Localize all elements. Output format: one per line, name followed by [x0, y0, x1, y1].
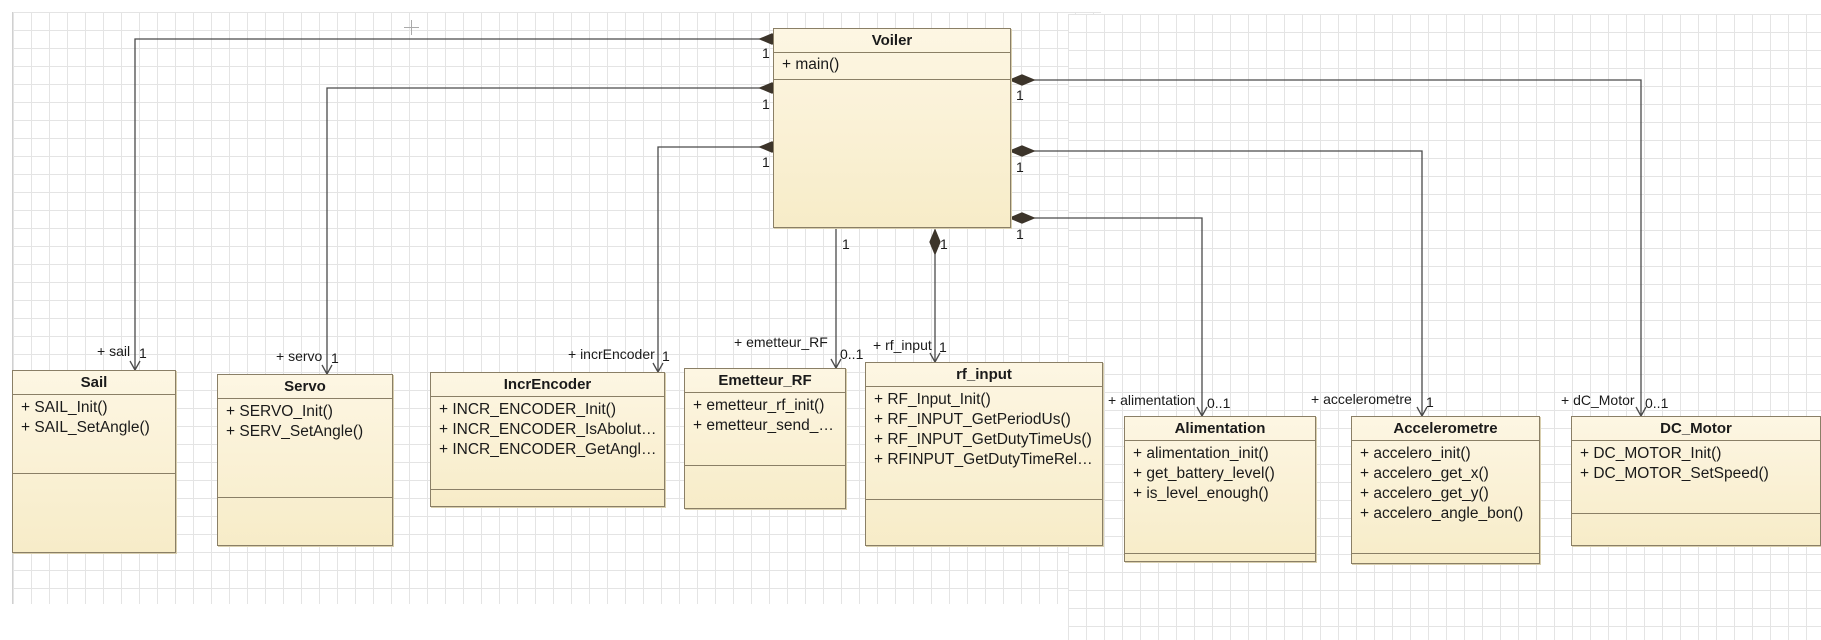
target-multiplicity-sail: 1 — [139, 345, 147, 361]
class-name: Sail — [13, 371, 175, 395]
source-multiplicity-servo: 1 — [762, 96, 770, 112]
role-alimentation: + alimentation — [1108, 392, 1196, 408]
operation[interactable]: + DC_MOTOR_Init() — [1580, 445, 1722, 462]
operation[interactable]: + alimentation_init() — [1133, 445, 1269, 462]
source-multiplicity-incr-encoder: 1 — [762, 154, 770, 170]
class-name: IncrEncoder — [431, 373, 664, 397]
target-multiplicity-emetteur-rf: 0..1 — [840, 346, 864, 362]
composition-accelerometre[interactable] — [1008, 145, 1428, 418]
class-name: DC_Motor — [1572, 417, 1820, 441]
class-accelerometre[interactable]: Accelerometre + accelero_init() + accele… — [1351, 416, 1540, 564]
operation[interactable]: + DC_MOTOR_SetSpeed() — [1580, 465, 1769, 482]
role-rf-input: + rf_input — [873, 337, 932, 353]
operation[interactable]: + accelero_init() — [1360, 445, 1471, 462]
operation[interactable]: + SERVO_Init() — [226, 403, 333, 420]
composition-alimentation[interactable] — [1008, 212, 1208, 418]
role-emetteur-rf: + emetteur_RF — [734, 334, 828, 350]
class-voiler[interactable]: Voiler + main() — [773, 28, 1011, 228]
role-sail: + sail — [97, 343, 131, 359]
target-multiplicity-accelerometre: 1 — [1426, 394, 1434, 410]
class-emetteur-rf[interactable]: Emetteur_RF + emetteur_rf_init() + emett… — [684, 368, 846, 509]
class-name: Accelerometre — [1352, 417, 1539, 441]
operation[interactable]: + RF_INPUT_GetDutyTimeUs() — [874, 431, 1092, 448]
role-dc-motor: + dC_Motor — [1561, 392, 1635, 408]
target-multiplicity-incr-encoder: 1 — [662, 348, 670, 364]
operation[interactable]: + accelero_get_x() — [1360, 465, 1489, 482]
source-multiplicity-emetteur-rf: 1 — [842, 236, 850, 252]
crosshair-cursor-icon — [404, 20, 419, 35]
class-servo[interactable]: Servo + SERVO_Init() + SERV_SetAngle() — [217, 374, 393, 546]
operation[interactable]: + main() — [782, 56, 840, 73]
composition-sail[interactable] — [129, 33, 786, 372]
class-sail[interactable]: Sail + SAIL_Init() + SAIL_SetAngle() — [12, 370, 176, 553]
operation[interactable]: + accelero_angle_bon() — [1360, 505, 1524, 522]
operation[interactable]: + SAIL_SetAngle() — [21, 419, 150, 436]
class-name: Voiler — [774, 29, 1010, 53]
operation[interactable]: + accelero_get_y() — [1360, 485, 1489, 502]
operation[interactable]: + is_level_enough() — [1133, 485, 1269, 502]
target-multiplicity-alimentation: 0..1 — [1207, 395, 1231, 411]
source-multiplicity-accelerometre: 1 — [1016, 159, 1024, 175]
composition-rf-input[interactable] — [929, 228, 941, 364]
operation[interactable]: + emetteur_rf_init() — [693, 397, 825, 414]
operation[interactable]: + INCR_ENCODER_IsAbolute() — [439, 421, 658, 438]
source-multiplicity-rf-input: 1 — [940, 236, 948, 252]
operation[interactable]: + RF_INPUT_GetPeriodUs() — [874, 411, 1071, 428]
class-dc-motor[interactable]: DC_Motor + DC_MOTOR_Init() + DC_MOTOR_Se… — [1571, 416, 1821, 546]
composition-dc-motor[interactable] — [1008, 74, 1647, 418]
source-multiplicity-dc-motor: 1 — [1016, 87, 1024, 103]
class-incr-encoder[interactable]: IncrEncoder + INCR_ENCODER_Init() + INCR… — [430, 372, 665, 507]
role-servo: + servo — [276, 348, 323, 364]
class-name: rf_input — [866, 363, 1102, 387]
operation[interactable]: + INCR_ENCODER_Init() — [439, 401, 616, 418]
operation[interactable]: + SAIL_Init() — [21, 399, 108, 416]
class-alimentation[interactable]: Alimentation + alimentation_init() + get… — [1124, 416, 1316, 562]
operation[interactable]: + RF_Input_Init() — [874, 391, 991, 408]
class-name: Alimentation — [1125, 417, 1315, 441]
operation[interactable]: + emetteur_send_b... — [693, 417, 839, 434]
source-multiplicity-sail: 1 — [762, 45, 770, 61]
class-name: Servo — [218, 375, 392, 399]
target-multiplicity-servo: 1 — [331, 350, 339, 366]
target-multiplicity-rf-input: 1 — [939, 339, 947, 355]
operation[interactable]: + INCR_ENCODER_GetAngle() — [439, 441, 658, 458]
composition-servo[interactable] — [321, 82, 786, 376]
operation[interactable]: + get_battery_level() — [1133, 465, 1275, 482]
operation[interactable]: + SERV_SetAngle() — [226, 423, 364, 440]
source-multiplicity-alimentation: 1 — [1016, 226, 1024, 242]
role-incr-encoder: + incrEncoder — [568, 346, 655, 362]
class-name: Emetteur_RF — [685, 369, 845, 393]
operation[interactable]: + RFINPUT_GetDutyTimeRelat... — [874, 451, 1096, 468]
class-rf-input[interactable]: rf_input + RF_Input_Init() + RF_INPUT_Ge… — [865, 362, 1103, 546]
role-accelerometre: + accelerometre — [1311, 391, 1412, 407]
target-multiplicity-dc-motor: 0..1 — [1645, 395, 1669, 411]
